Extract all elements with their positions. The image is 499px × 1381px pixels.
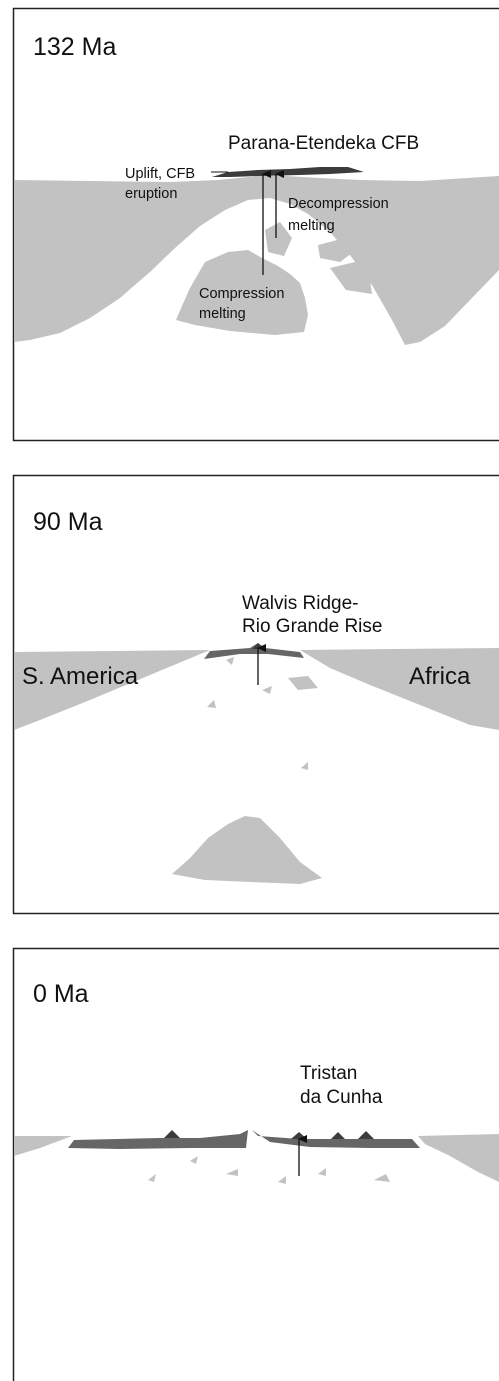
panel-age-label: 90 Ma <box>33 508 103 536</box>
decompression-label: melting <box>288 218 335 234</box>
panel-age-label: 0 Ma <box>33 980 89 1008</box>
tristan-label: Tristan <box>300 1063 357 1084</box>
ridge-label: Rio Grande Rise <box>242 616 382 637</box>
panel-0ma: 0 Ma Tristan da Cunha <box>12 947 499 1381</box>
melt-pod <box>207 700 216 708</box>
melt-pod <box>262 686 272 694</box>
decompression-label: Decompression <box>288 196 389 212</box>
melt-pod <box>318 1168 326 1176</box>
melt-pod <box>301 762 308 770</box>
south-america-lithosphere <box>14 1136 72 1156</box>
africa-lithosphere <box>418 1134 499 1182</box>
cfb-label: Parana-Etendeka CFB <box>228 133 419 154</box>
oceanic-crust-left <box>68 1130 248 1149</box>
panel-age-label: 132 Ma <box>33 33 116 61</box>
seamount <box>358 1131 374 1139</box>
panel-frame <box>12 947 499 1381</box>
melt-blob <box>265 222 292 256</box>
south-america-label: S. America <box>22 663 139 690</box>
tristan-label: da Cunha <box>300 1087 383 1108</box>
melt-pod <box>288 676 318 690</box>
africa-label: Africa <box>409 663 471 690</box>
compression-melt-body <box>176 250 308 335</box>
south-america-lithosphere <box>14 650 210 730</box>
melt-pod <box>278 1176 286 1184</box>
compression-label: melting <box>199 306 246 322</box>
melt-pod <box>226 657 234 665</box>
uplift-label: eruption <box>125 186 177 202</box>
africa-lithosphere <box>300 648 499 730</box>
seamount <box>164 1130 180 1138</box>
melt-pod <box>374 1174 390 1182</box>
melt-pod <box>148 1174 156 1182</box>
melt-pod <box>226 1169 238 1176</box>
compression-label: Compression <box>199 286 284 302</box>
ridge-crust <box>204 643 304 659</box>
plume-body <box>172 816 322 884</box>
uplift-label: Uplift, CFB <box>125 166 195 182</box>
melt-blob <box>330 262 372 294</box>
ridge-label: Walvis Ridge- <box>242 593 359 614</box>
melt-blob <box>318 238 356 262</box>
panel-90ma: 90 Ma Walvis Ridge- Rio Grande Rise S. A… <box>12 474 499 915</box>
seamount <box>331 1132 345 1139</box>
panel-132ma: 132 Ma Parana-Etendeka CFB Uplift, CFB e… <box>12 7 499 442</box>
lithosphere <box>14 176 499 345</box>
cfb-basalt-cap <box>212 167 364 177</box>
melt-pod <box>190 1156 198 1164</box>
